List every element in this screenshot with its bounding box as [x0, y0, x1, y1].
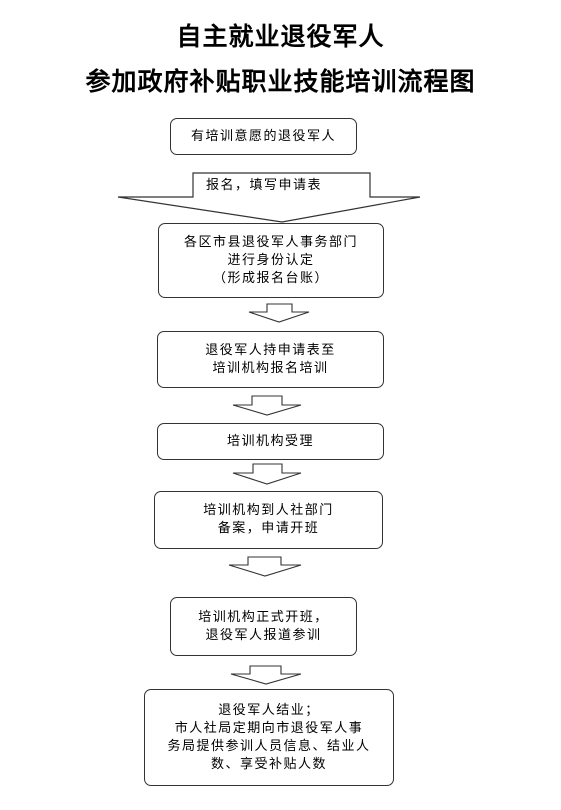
block-arrow-3 [232, 463, 302, 485]
chart-title-line1: 自主就业退役军人 [176, 22, 385, 51]
step-3-line-1: 各区市县退役军人事务部门 [183, 234, 358, 250]
step-7-line-1: 培训机构正式开班， [198, 609, 329, 625]
step-5-line-1: 培训机构受理 [226, 433, 314, 449]
wide-block-arrow [117, 172, 421, 223]
block-arrow-5 [230, 665, 302, 685]
step-3-line-2: 进行身份认定 [227, 252, 315, 268]
step-1-line-1: 有培训意愿的退役军人 [190, 128, 336, 144]
step-8-line-4: 数、享受补贴人数 [210, 756, 327, 772]
flow-step-1: 有培训意愿的退役军人 [170, 118, 357, 155]
step-3-line-3: （形成报名台账） [212, 270, 329, 286]
step-8-line-2: 市人社局定期向市退役军人事 [174, 720, 364, 736]
flow-step-8: 退役军人结业； 市人社局定期向市退役军人事 务局提供参训人员信息、结业人 数、享… [144, 689, 394, 786]
step-4-line-2: 培训机构报名培训 [212, 360, 329, 376]
wide-arrow-label: 报名，填写申请表 [206, 178, 323, 193]
flow-step-7: 培训机构正式开班， 退役军人报道参训 [170, 597, 357, 656]
step-6-line-2: 备案，申请开班 [217, 521, 320, 536]
flow-step-3: 各区市县退役军人事务部门 进行身份认定 （形成报名台账） [158, 223, 384, 298]
chart-title-line2: 参加政府补贴职业技能培训流程图 [85, 67, 476, 96]
flow-step-5: 培训机构受理 [157, 423, 384, 460]
block-arrow-4 [228, 556, 302, 577]
block-arrow-2 [232, 395, 302, 416]
step-6-line-1: 培训机构到人社部门 [203, 503, 334, 518]
step-7-line-2: 退役军人报道参训 [205, 627, 322, 643]
flow-step-6: 培训机构到人社部门 备案，申请开班 [154, 491, 383, 549]
step-8-line-3: 务局提供参训人员信息、结业人 [167, 738, 371, 754]
block-arrow-1 [248, 303, 310, 323]
step-8-line-1: 退役军人结业； [218, 702, 320, 718]
flow-step-4: 退役军人持申请表至 培训机构报名培训 [157, 331, 384, 388]
step-4-line-1: 退役军人持申请表至 [205, 342, 336, 358]
